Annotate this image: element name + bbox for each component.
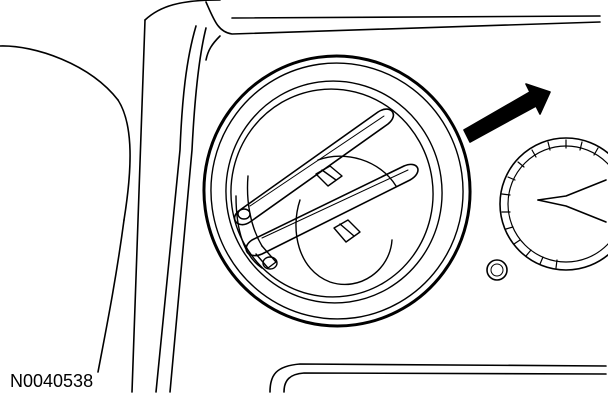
knob bbox=[486, 259, 508, 281]
dash-bezel bbox=[131, 0, 601, 393]
gauge-ticks bbox=[501, 139, 599, 269]
vent-ring bbox=[202, 54, 472, 328]
lower-opening bbox=[269, 363, 607, 393]
gauge bbox=[499, 137, 608, 271]
arrow-icon bbox=[463, 83, 551, 143]
louver-blades bbox=[233, 108, 419, 257]
vent-clips bbox=[237, 165, 361, 270]
figure-id-label: N0040538 bbox=[10, 371, 94, 391]
left-panel bbox=[0, 45, 131, 373]
